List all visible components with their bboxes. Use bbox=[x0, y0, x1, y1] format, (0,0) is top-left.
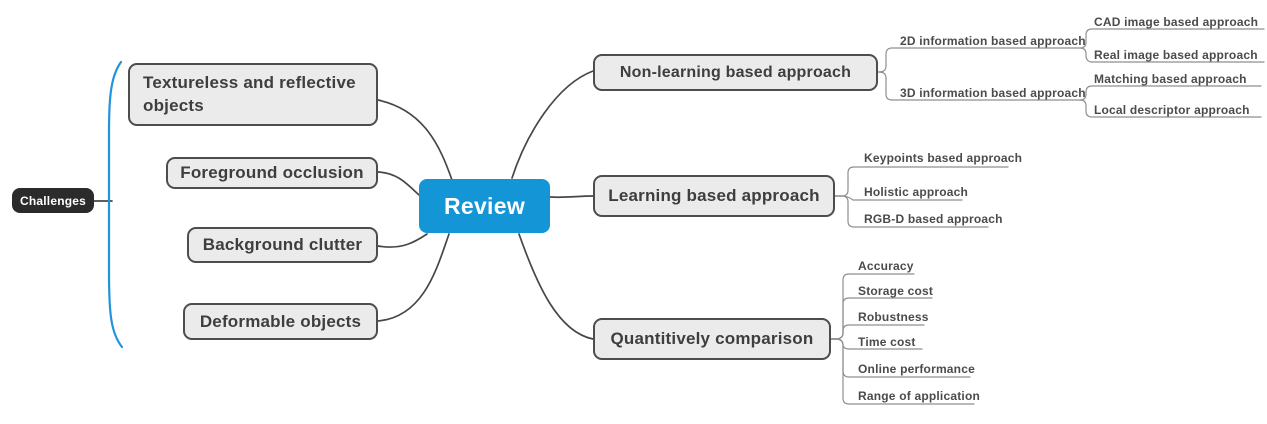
leaf-robustness[interactable]: Robustness bbox=[858, 310, 929, 324]
node-quantitively-comparison[interactable]: Quantitively comparison bbox=[593, 318, 831, 360]
node-challenges[interactable]: Challenges bbox=[12, 188, 94, 213]
node-non-learning-based-approach[interactable]: Non-learning based approach bbox=[593, 54, 878, 91]
challenges-bracket bbox=[107, 60, 124, 349]
node-learning-based-approach[interactable]: Learning based approach bbox=[593, 175, 835, 217]
leaf-3d-information-based-approach[interactable]: 3D information based approach bbox=[900, 86, 1086, 100]
leaf-rgbd-based-approach[interactable]: RGB-D based approach bbox=[864, 212, 1003, 226]
leaf-online-performance[interactable]: Online performance bbox=[858, 362, 975, 376]
leaf-real-image-based-approach[interactable]: Real image based approach bbox=[1094, 48, 1258, 62]
leaf-accuracy[interactable]: Accuracy bbox=[858, 259, 914, 273]
leaf-keypoints-based-approach[interactable]: Keypoints based approach bbox=[864, 151, 1023, 165]
leaf-local-descriptor-approach[interactable]: Local descriptor approach bbox=[1094, 103, 1250, 117]
leaf-range-of-application[interactable]: Range of application bbox=[858, 389, 981, 403]
leaf-storage-cost[interactable]: Storage cost bbox=[858, 284, 934, 298]
main-connectors bbox=[93, 70, 594, 340]
leaf-2d-information-based-approach[interactable]: 2D information based approach bbox=[900, 34, 1086, 48]
leaf-cad-image-based-approach[interactable]: CAD image based approach bbox=[1094, 15, 1259, 29]
leaf-time-cost[interactable]: Time cost bbox=[858, 335, 916, 349]
leaf-matching-based-approach[interactable]: Matching based approach bbox=[1094, 72, 1247, 86]
node-deformable-objects[interactable]: Deformable objects bbox=[183, 303, 378, 340]
node-foreground-occlusion[interactable]: Foreground occlusion bbox=[166, 157, 378, 189]
node-textureless-reflective-objects[interactable]: Textureless and reflective objects bbox=[128, 63, 378, 126]
sub-connectors bbox=[830, 28, 1265, 405]
node-review-root[interactable]: Review bbox=[419, 179, 550, 233]
leaf-holistic-approach[interactable]: Holistic approach bbox=[864, 185, 969, 199]
node-background-clutter[interactable]: Background clutter bbox=[187, 227, 378, 263]
